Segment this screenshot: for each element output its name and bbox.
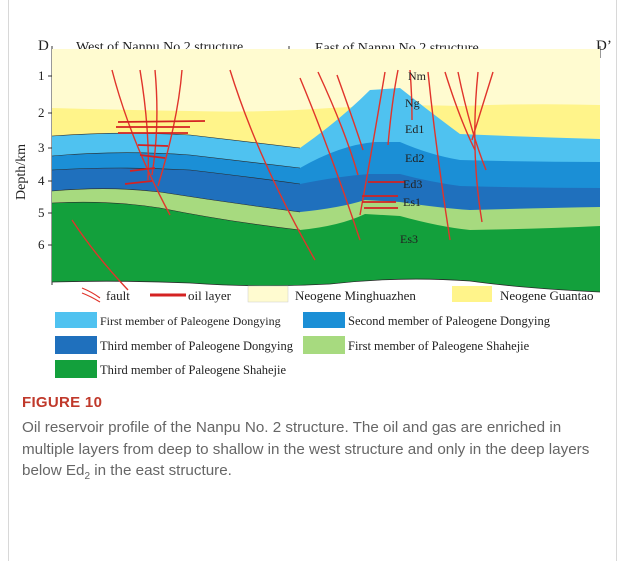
legend: fault oil layer Neogene Minghuazhen Neog… [55,285,594,378]
legend-label-oil-layer: oil layer [188,288,232,303]
fault-line [359,71,386,216]
legend-item-minghuazhen: Neogene Minghuazhen [247,285,416,303]
figure-caption-label: FIGURE 10 [22,394,103,411]
depth-tick-label: 2 [38,105,45,120]
oil-layer [117,120,206,123]
stratum-label-ed1: Ed1 [405,122,424,136]
fault-line [317,71,359,176]
legend-item-dongying-2: Second member of Paleogene Dongying [303,312,551,328]
legend-label-dongying-1: First member of Paleogene Dongying [100,314,281,328]
stratum-label-ed2: Ed2 [405,151,424,165]
section-bottom-boundary [51,278,601,293]
panel-border-left [8,0,9,561]
dongying-2-swatch [303,312,345,328]
fault-line [444,71,476,151]
caption-text-main: Oil reservoir profile of the Nanpu No. 2… [22,419,590,479]
minghuazhen-swatch [247,285,289,303]
legend-label-guantao: Neogene Guantao [500,288,594,303]
reservoir-profile-diagram: D D’ West of Nanpu No.2 structure East o… [14,38,612,378]
depth-axis: 1 2 3 4 5 6 Depth/km [14,55,53,285]
panel-border-right [616,0,617,561]
oil-layers [116,120,405,209]
dongying-3-swatch [55,336,97,354]
legend-label-dongying-2: Second member of Paleogene Dongying [348,314,551,328]
oil-layer [137,144,169,147]
oil-layer [139,154,166,159]
legend-item-dongying-1: First member of Paleogene Dongying [55,312,281,328]
caption-text-end: in the east structure. [90,462,232,479]
legend-label-minghuazhen: Neogene Minghuazhen [295,288,416,303]
legend-label-shahejie-3: Third member of Paleogene Shahejie [100,363,286,377]
stratum-label-nm: Nm [408,69,427,83]
fault-swatch [81,292,101,303]
corner-label-left: D [38,38,49,54]
fault-swatch [81,287,101,299]
fault-line [427,71,451,241]
legend-label-dongying-3: Third member of Paleogene Dongying [100,339,294,353]
depth-tick-label: 5 [38,205,45,220]
faults [71,69,494,291]
dongying-1-swatch [55,312,97,328]
guantao-swatch [452,286,492,302]
fault-line [157,69,183,187]
depth-tick-label: 6 [38,237,45,252]
oil-layer [124,180,153,185]
depth-tick-label: 3 [38,140,45,155]
legend-item-oil-layer: oil layer [150,288,232,303]
caption-subscript: 2 [84,471,91,483]
layer-shahejie-3 [52,202,600,292]
stratum-label-es3: Es3 [400,232,418,246]
fault-line [151,69,158,176]
fault-line [409,69,413,121]
depth-tick-label: 4 [38,173,45,188]
strata-labels: Nm Ng Ed1 Ed2 Ed3 Es1 Es3 [400,69,427,246]
shahejie-3-swatch [55,360,97,378]
oil-layer [129,167,156,172]
legend-item-fault: fault [81,287,130,303]
legend-item-shahejie-1: First member of Paleogene Shahejie [303,336,530,354]
legend-item-shahejie-3: Third member of Paleogene Shahejie [55,360,286,378]
stratum-label-ng: Ng [405,96,420,110]
stratum-label-ed3: Ed3 [403,177,422,191]
depth-axis-label: Depth/km [14,144,29,200]
fault-line [336,74,364,151]
fault-line [387,69,399,146]
figure-caption-text: Oil reservoir profile of the Nanpu No. 2… [22,417,607,488]
fault-line [299,77,361,241]
legend-label-fault: fault [106,288,130,303]
fault-line [457,71,487,171]
fault-line [111,69,171,216]
legend-label-shahejie-1: First member of Paleogene Shahejie [348,339,530,353]
legend-item-dongying-3: Third member of Paleogene Dongying [55,336,294,354]
legend-item-guantao: Neogene Guantao [452,286,594,303]
fault-line [474,71,483,223]
shahejie-1-swatch [303,336,345,354]
fault-line [471,71,494,141]
fault-line [229,69,316,261]
depth-tick-label: 1 [38,68,45,83]
fault-line [71,219,129,291]
stratum-label-es1: Es1 [403,195,421,209]
